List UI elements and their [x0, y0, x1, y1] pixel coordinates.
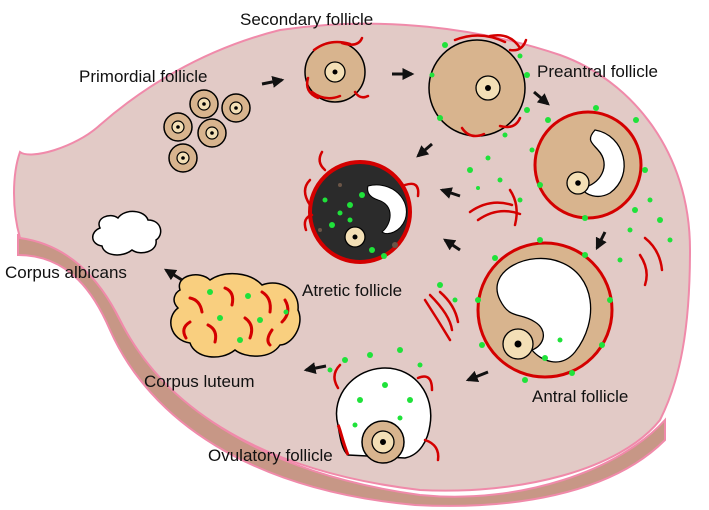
label-luteum: Corpus luteum: [144, 372, 255, 391]
label-secondary: Secondary follicle: [240, 10, 373, 29]
antral-follicle: [475, 237, 614, 383]
primordial-follicle: [197, 118, 227, 148]
arrow-preantral-to-atretic: [416, 142, 433, 158]
primordial-follicle: [168, 143, 198, 173]
arrow-early-antral-to-atretic: [439, 187, 461, 199]
arrow-early-antral-to-antral: [595, 231, 607, 251]
label-antral: Antral follicle: [532, 387, 628, 406]
label-ovulatory: Ovulatory follicle: [208, 446, 333, 465]
label-atretic: Atretic follicle: [302, 281, 402, 300]
stroma-vessels: [423, 188, 664, 342]
label-preantral: Preantral follicle: [537, 62, 658, 81]
ovulatory-follicle: [333, 363, 440, 464]
early-antral-follicle: [529, 105, 648, 221]
primordial-follicle: [163, 112, 193, 142]
arrow-preantral-to-early-antral: [533, 90, 550, 106]
arrow-ovulatory-to-luteum: [303, 362, 327, 375]
atretic-follicle: [303, 150, 420, 264]
labels: Primordial follicle Secondary follicle P…: [5, 10, 658, 465]
primordial-follicle: [221, 93, 251, 123]
arrow-antral-to-atretic: [443, 238, 461, 252]
primordial-follicle: [189, 89, 219, 119]
arrow-antral-to-ovulatory: [465, 370, 489, 383]
arrow-luteum-to-albicans: [163, 268, 183, 282]
progression-arrows: [163, 68, 607, 383]
label-albicans: Corpus albicans: [5, 263, 127, 282]
primordial-follicles: [163, 89, 251, 173]
corpus-albicans: [92, 210, 162, 256]
secondary-follicle: [304, 36, 370, 103]
label-primordial: Primordial follicle: [79, 67, 207, 86]
preantral-follicle: [428, 34, 530, 138]
arrow-primordial-to-secondary: [261, 75, 285, 88]
stroma-cells: [327, 132, 673, 373]
corpus-luteum: [170, 273, 301, 358]
